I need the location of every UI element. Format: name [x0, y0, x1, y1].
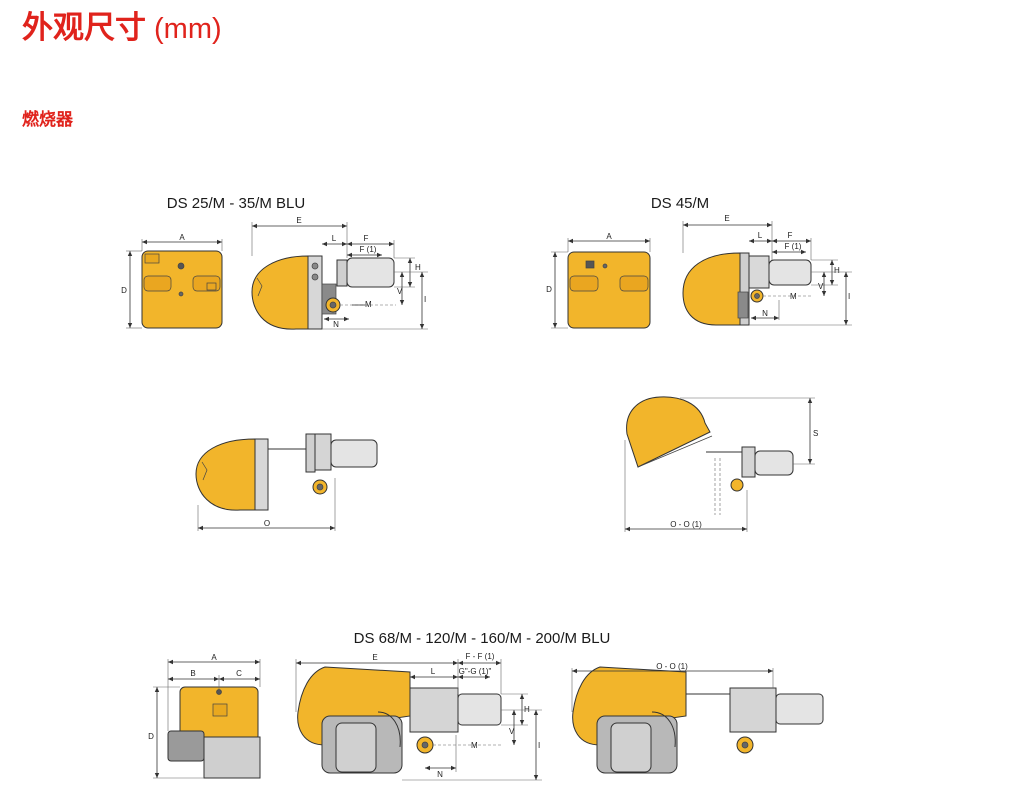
- side-view-ds45: [682, 252, 812, 326]
- dim-label-l: L: [431, 667, 436, 676]
- drawing-ds68-200: DS 68/M - 120/M - 160/M - 200/M BLU A B: [148, 630, 824, 781]
- dim-label-m: M: [471, 741, 478, 750]
- model-title-ds45: DS 45/M: [651, 195, 709, 212]
- model-title-ds68-200: DS 68/M - 120/M - 160/M - 200/M BLU: [354, 630, 611, 647]
- section-title: 燃烧器: [22, 110, 73, 130]
- side-view-ds68: [297, 666, 502, 774]
- drawing-ds45: DS 45/M A D E L: [546, 195, 852, 329]
- model-title-ds25-35: DS 25/M - 35/M BLU: [167, 195, 305, 212]
- dim-label-oo1: O - O (1): [656, 662, 688, 671]
- dim-label-ff1: F - F (1): [466, 652, 495, 661]
- dim-label-l: L: [758, 231, 763, 240]
- dim-label-d: D: [121, 286, 127, 295]
- dim-label-b: B: [190, 669, 195, 678]
- dim-label-gg1: G"-G (1)": [459, 667, 492, 676]
- dim-label-c: C: [236, 669, 242, 678]
- dim-label-h: H: [524, 705, 530, 714]
- dim-label-h: H: [415, 263, 421, 272]
- front-view-ds45: [567, 251, 651, 329]
- dim-label-s: S: [813, 429, 818, 438]
- dim-label-h: H: [834, 266, 840, 275]
- dim-label-n: N: [437, 770, 443, 779]
- dim-label-oo1: O - O (1): [670, 520, 702, 529]
- dim-label-a: A: [179, 233, 185, 242]
- dim-label-i: I: [848, 292, 850, 301]
- dim-label-e: E: [372, 653, 377, 662]
- dims-ds45: A D E L F F (1) H V I M N: [546, 214, 852, 329]
- front-view-ds68: [167, 686, 261, 779]
- dim-label-i: I: [538, 741, 540, 750]
- drawing-ds25-35: DS 25/M - 35/M BLU A: [121, 195, 428, 330]
- dim-label-l: L: [332, 234, 337, 243]
- dim-label-m: M: [790, 292, 797, 301]
- page-title: 外观尺寸(mm): [22, 10, 222, 46]
- dim-label-f1: F (1): [785, 242, 802, 251]
- dims-ds25: A D E L F F (1) H V I M N: [121, 216, 428, 330]
- drawing-ds25-extended: O: [195, 433, 378, 531]
- dims-ds68: A B C D E L F - F (1) G"-G (1)" H V: [148, 652, 542, 781]
- dim-label-e: E: [296, 216, 301, 225]
- front-view-ds25: [141, 250, 223, 329]
- dim-label-d: D: [546, 285, 552, 294]
- dim-label-n: N: [762, 309, 768, 318]
- dim-label-n: N: [333, 320, 339, 329]
- dim-label-v: V: [509, 727, 515, 736]
- dim-label-a: A: [211, 653, 217, 662]
- dim-label-a: A: [606, 232, 612, 241]
- dim-label-f1: F (1): [360, 245, 377, 254]
- extended-view-ds68: O - O (1): [571, 662, 824, 774]
- dim-label-m: M: [365, 300, 372, 309]
- dim-label-f: F: [364, 234, 369, 243]
- drawing-ds45-hinged: S O - O (1): [624, 396, 818, 532]
- dim-label-o: O: [264, 519, 270, 528]
- dim-label-f: F: [788, 231, 793, 240]
- dim-label-i: I: [424, 295, 426, 304]
- dim-label-e: E: [724, 214, 729, 223]
- dim-label-v: V: [818, 282, 824, 291]
- side-view-ds25: [251, 255, 395, 330]
- dim-label-d: D: [148, 732, 154, 741]
- dim-label-v: V: [397, 287, 403, 296]
